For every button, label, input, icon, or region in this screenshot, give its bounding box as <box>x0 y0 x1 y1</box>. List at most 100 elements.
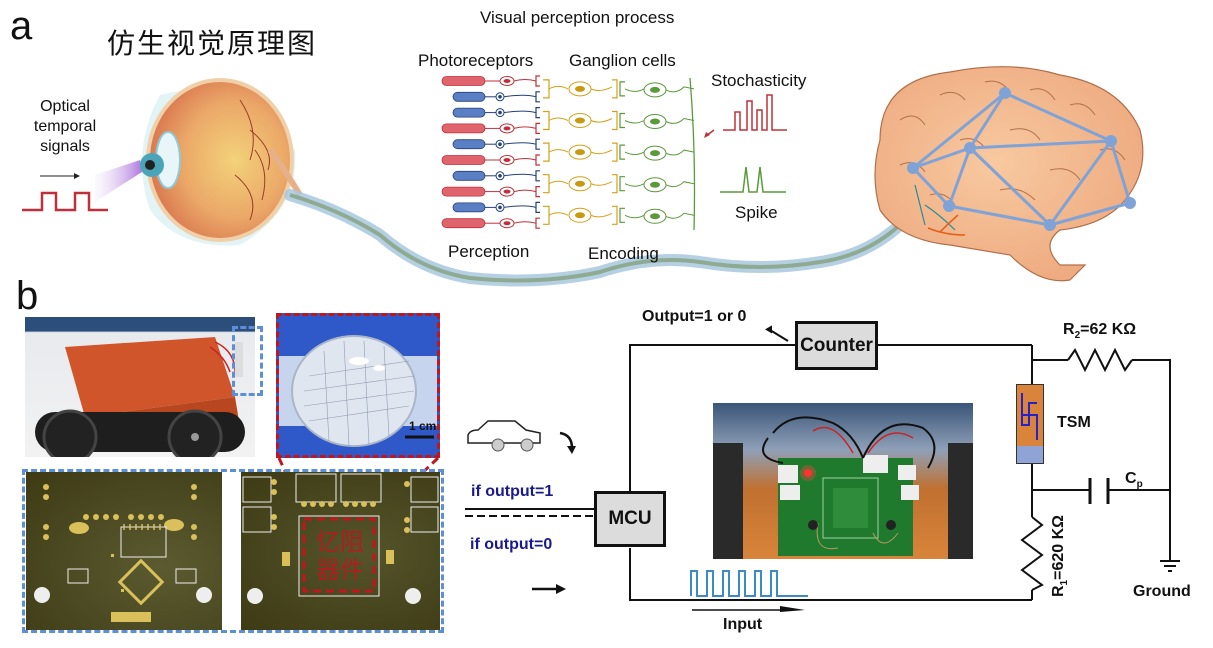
network-node <box>907 162 919 174</box>
ganglion-nucleus <box>650 213 660 220</box>
photoreceptor-axon <box>503 110 537 114</box>
input-label: Input <box>723 616 763 633</box>
mcu-box: MCU <box>594 491 666 547</box>
visual-perception-title: Visual perception process <box>480 8 675 27</box>
ganglion-synapse-outer <box>612 174 618 194</box>
panel-a-letter: a <box>10 4 33 48</box>
chip-label-line-1: 忆阻 <box>316 528 364 556</box>
network-node <box>1124 197 1136 209</box>
network-node <box>999 87 1011 99</box>
nucleus-core <box>498 142 502 146</box>
ganglion-axon <box>665 181 695 188</box>
optical-square-wave <box>22 191 108 212</box>
pcb-highlight-frame <box>22 469 444 633</box>
photoreceptors-label: Photoreceptors <box>418 51 534 70</box>
photoreceptor-axon <box>503 94 537 98</box>
ganglion-synapse-outer <box>612 110 618 131</box>
nucleus-core <box>503 189 511 194</box>
synapse-bracket <box>535 186 540 198</box>
photoreceptor-axon <box>513 189 537 193</box>
bipolar-axon <box>590 212 613 218</box>
network-node <box>1105 135 1117 147</box>
if-output-0-label: if output=0 <box>470 536 553 553</box>
stochasticity-wave <box>704 94 787 138</box>
ganglion-synapse-outer <box>612 205 618 225</box>
mcu-signal-lines <box>465 508 595 517</box>
ganglion-synapse-inner <box>619 144 625 160</box>
optical-line-2: temporal <box>33 118 97 135</box>
ganglion-nucleus <box>650 86 660 93</box>
stochasticity-label: Stochasticity <box>711 71 807 90</box>
output-label: Output=1 or 0 <box>642 308 747 325</box>
spike-label: Spike <box>735 203 778 222</box>
bipolar-dendrite <box>548 85 569 90</box>
nucleus-core <box>498 205 502 210</box>
r1-value: =620 KΩ <box>1050 515 1067 580</box>
panel-a-illustration <box>22 66 1144 287</box>
ground-label: Ground <box>1133 583 1191 600</box>
synapse-bracket <box>535 217 540 229</box>
nucleus-core <box>498 95 502 99</box>
light-cone <box>95 160 142 202</box>
ganglion-nucleus <box>650 118 660 125</box>
if-output-1-label: if output=1 <box>471 483 554 500</box>
bipolar-nucleus <box>575 212 585 219</box>
ganglion-synapse-outer <box>612 142 618 162</box>
optic-nerve-bundle <box>689 77 696 231</box>
spike-wave <box>720 166 786 193</box>
photoreceptor-axon <box>513 158 537 161</box>
perception-label: Perception <box>448 242 530 261</box>
car-sensor-highlight <box>232 326 263 396</box>
photoreceptor-axon <box>503 205 537 208</box>
robot-car-photo <box>25 317 255 457</box>
ganglion-dendrite <box>624 214 645 219</box>
bipolar-dendrite <box>548 180 569 185</box>
cp-symbol: C <box>1125 470 1137 487</box>
nucleus-core <box>503 126 511 131</box>
synapse-bracket <box>535 138 540 150</box>
cp-subscript: p <box>1136 479 1143 491</box>
photoreceptor-axon <box>513 126 537 129</box>
ganglion-axon <box>665 212 695 219</box>
photoreceptor-axon <box>513 221 537 224</box>
nucleus-core <box>498 110 502 115</box>
r2-symbol: R <box>1063 321 1075 338</box>
network-node <box>964 142 976 154</box>
bionic-vision-title: 仿生视觉原理图 <box>107 27 318 60</box>
bipolar-nucleus <box>575 85 585 92</box>
bipolar-axon <box>590 149 613 155</box>
r2-label: R2=62 KΩ <box>1063 321 1136 341</box>
ganglion-synapse-inner <box>619 176 625 192</box>
ganglion-dendrite <box>624 183 645 187</box>
input-arrow-icon <box>532 584 566 594</box>
r2-subscript: 2 <box>1074 330 1081 342</box>
ganglion-synapse-inner <box>619 207 625 223</box>
optical-signals-label: Optical temporal signals <box>25 97 105 157</box>
eye-illustration <box>140 78 303 246</box>
photoreceptor-axon <box>503 142 537 145</box>
pcb-back-photo <box>241 472 440 630</box>
network-node <box>943 200 955 212</box>
ganglion-cells-label: Ganglion cells <box>569 51 676 70</box>
tsm-symbol-icon <box>1021 393 1038 440</box>
synapse-bracket <box>535 91 540 103</box>
panel-b-letter: b <box>16 274 39 318</box>
ganglion-dendrite <box>624 88 645 92</box>
synapse-bracket <box>535 122 540 134</box>
r2-value: =62 KΩ <box>1080 321 1137 338</box>
r1-symbol: R <box>1050 585 1067 597</box>
bipolar-dendrite <box>548 149 569 153</box>
brain-network <box>911 91 1132 227</box>
bipolar-axon <box>590 86 613 91</box>
optical-line-3: signals <box>40 138 90 155</box>
ganglion-nucleus <box>650 150 660 157</box>
chip-label-line-2: 器件 <box>316 556 364 584</box>
synapse-bracket <box>535 75 540 87</box>
nucleus-core <box>498 174 502 178</box>
ganglion-dendrite <box>624 120 645 124</box>
bipolar-axon <box>590 181 613 186</box>
r1-subscript: 1 <box>1059 579 1071 586</box>
nucleus-core <box>503 158 511 162</box>
bipolar-nucleus <box>575 117 585 124</box>
